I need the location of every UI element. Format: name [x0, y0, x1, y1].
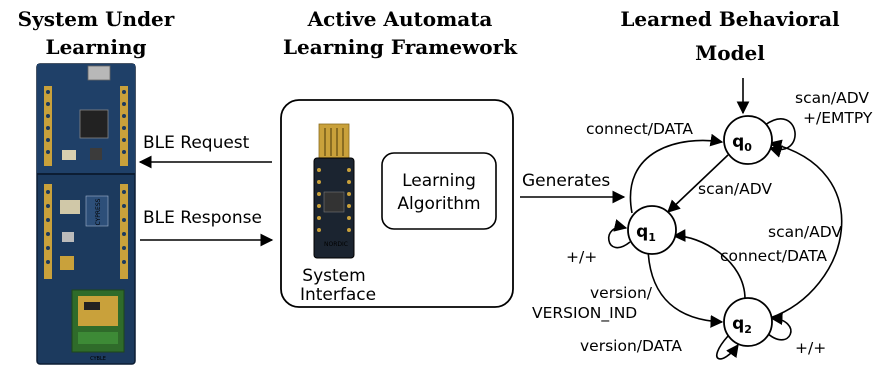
q2-self-loop-left	[716, 335, 739, 360]
learning-algorithm-line1: Learning	[402, 171, 476, 191]
dongle-label: NORDIC	[324, 241, 348, 248]
label-q0-self-1: scan/ADV	[795, 89, 869, 107]
heading-framework: Active Automata Learning Framework	[283, 7, 518, 59]
label-q0-self-2: +/EMTPY	[803, 109, 873, 127]
ble-request-arrow: BLE Request	[138, 133, 272, 169]
label-q2-self-left: version/DATA	[580, 337, 682, 355]
state-q1-label: q	[636, 222, 648, 242]
heading-framework-line2: Learning Framework	[283, 35, 518, 59]
edge-q1-q2	[647, 248, 724, 328]
heading-model-line1: Learned Behavioral	[620, 7, 840, 31]
state-q2-sub: 2	[744, 323, 752, 336]
state-q1: q1	[627, 205, 677, 255]
system-interface-line1: System	[302, 266, 365, 286]
transition-labels: scan/ADV +/EMTPY connect/DATA scan/ADV +…	[532, 89, 873, 357]
board-module-label: CYBLE	[90, 356, 106, 362]
state-q2-label: q	[732, 314, 744, 334]
label-q2-to-q1: connect/DATA	[720, 247, 827, 265]
state-q0-sub: 0	[744, 141, 752, 154]
generates-label: Generates	[522, 171, 610, 191]
ble-response-label: BLE Response	[143, 208, 262, 228]
heading-system-under-learning: System Under Learning	[18, 7, 175, 59]
automaton	[608, 78, 843, 360]
state-q0-label: q	[732, 132, 744, 152]
learning-algorithm-box: Learning Algorithm	[381, 152, 497, 230]
ble-response-arrow: BLE Response	[140, 208, 274, 247]
heading-model-line2: Model	[695, 41, 765, 65]
heading-sul-line1: System Under	[18, 7, 175, 31]
board-chip-label: CYPRESS	[95, 198, 102, 225]
system-interface-line2: Interface	[300, 285, 376, 305]
svg-text:q0: q0	[732, 132, 752, 154]
edge-q1-q0	[629, 133, 724, 214]
label-q1-to-q2-line1: version/	[590, 284, 653, 302]
dev-board-image: CYPRESS CYBLE	[36, 63, 136, 365]
edge-q2-q1	[672, 229, 746, 300]
edge-q2-q0	[768, 139, 843, 319]
label-q1-to-q0: connect/DATA	[586, 120, 693, 138]
edge-q0-q1	[667, 154, 729, 213]
svg-text:q2: q2	[732, 314, 752, 336]
label-q0-to-q1: scan/ADV	[698, 180, 772, 198]
q1-self-loop	[608, 219, 631, 249]
state-q1-sub: 1	[648, 231, 656, 244]
heading-learned-model: Learned Behavioral Model	[620, 7, 840, 65]
label-q1-to-q2-line2: VERSION_IND	[532, 304, 637, 323]
label-q1-self: +/+	[566, 248, 597, 266]
usb-dongle-image: NORDIC	[313, 123, 355, 259]
q2-self-loop-right	[765, 312, 792, 341]
heading-framework-line1: Active Automata	[307, 7, 493, 31]
svg-text:q1: q1	[636, 222, 656, 244]
ble-request-label: BLE Request	[143, 133, 250, 153]
generates-arrow: Generates	[520, 171, 626, 204]
label-q2-self-right: +/+	[795, 339, 826, 357]
learning-algorithm-line2: Algorithm	[397, 194, 480, 214]
heading-sul-line2: Learning	[46, 35, 147, 59]
state-q2: q2	[723, 297, 773, 347]
label-q2-to-q0: scan/ADV	[768, 223, 842, 241]
framework-box	[280, 99, 514, 308]
state-q0: q0	[723, 115, 773, 165]
